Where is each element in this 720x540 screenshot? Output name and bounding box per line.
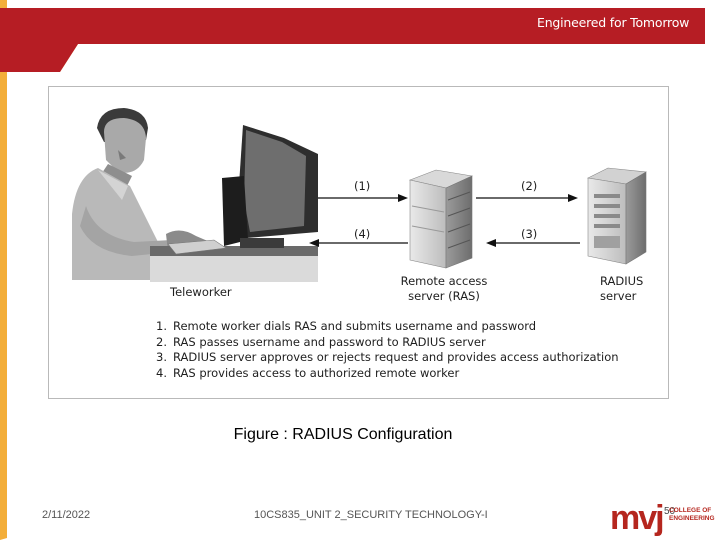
step-item: 3. RADIUS server approves or rejects requ… [156, 350, 619, 366]
logo-mark: mvj [610, 499, 665, 537]
arrow-4 [309, 239, 408, 247]
ras-label-line2: server (RAS) [408, 288, 480, 303]
logo-line1: COLLEGE OF [669, 507, 712, 514]
step-text: RAS provides access to authorized remote… [173, 365, 460, 380]
arrow-4-label: (4) [354, 227, 371, 241]
left-accent-bar [0, 0, 7, 540]
step-item: 1. Remote worker dials RAS and submits us… [156, 319, 619, 335]
logo-text: COLLEGE OF ENGINEERING [669, 507, 715, 522]
step-number: 2. [156, 334, 167, 349]
radius-label-line1: RADIUS [600, 274, 644, 288]
step-number: 3. [156, 350, 167, 365]
figure-caption: Figure : RADIUS Configuration [233, 426, 453, 443]
radius-server-icon [587, 167, 647, 265]
arrow-1-label: (1) [354, 179, 371, 193]
step-text: RAS passes username and password to RADI… [173, 334, 486, 349]
page-number: 50 [664, 506, 676, 517]
step-text: Remote worker dials RAS and submits user… [173, 319, 537, 333]
banner-tagline: Engineered for Tomorrow [537, 15, 690, 30]
step-item: 2. RAS passes username and password to RA… [156, 335, 619, 351]
teleworker-icon [72, 108, 318, 282]
steps-list: 1. Remote worker dials RAS and submits us… [156, 319, 619, 381]
ras-server-icon [408, 169, 474, 269]
arrow-2-label: (2) [521, 179, 538, 193]
footer-course: 10CS835_UNIT 2_SECURITY TECHNOLOGY-I [254, 509, 488, 521]
radius-label-line2: server [600, 288, 637, 303]
radius-label: RADIUS server [600, 274, 643, 303]
arrow-2 [476, 194, 578, 202]
step-number: 1. [156, 319, 167, 333]
ras-label: Remote access server (RAS) [390, 274, 498, 303]
arrow-1 [318, 194, 408, 202]
ras-label-line1: Remote access [400, 274, 488, 288]
footer-date: 2/11/2022 [42, 509, 91, 521]
arrow-3-label: (3) [521, 227, 538, 241]
step-number: 4. [156, 365, 167, 380]
teleworker-label: Teleworker [170, 285, 232, 299]
step-text: RADIUS server approves or rejects reques… [173, 350, 619, 365]
banner-band [0, 8, 705, 72]
logo-line2: ENGINEERING [669, 514, 715, 522]
arrow-3 [486, 239, 580, 247]
step-item: 4. RAS provides access to authorized remo… [156, 366, 619, 382]
